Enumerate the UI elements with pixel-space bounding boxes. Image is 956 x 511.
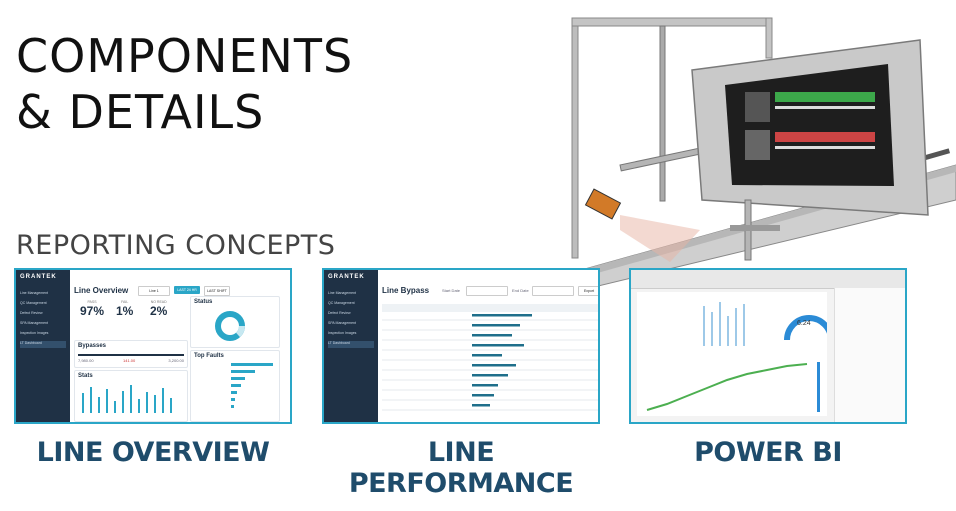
report-canvas: 6.24: [637, 292, 834, 416]
section-subheading: REPORTING CONCEPTS: [16, 230, 336, 261]
page-heading: COMPONENTS & DETAILS: [16, 28, 353, 140]
kpi-label: NO READ: [150, 300, 167, 304]
line-performance-main: Line Bypass Start Date End Date Export: [382, 274, 598, 418]
sidebar-item: LT Dashboard: [328, 341, 374, 348]
logo: GRANTEK: [328, 274, 365, 280]
logo: GRANTEK: [20, 274, 57, 280]
start-date-label: Start Date: [442, 288, 461, 293]
stats-title: Stats: [78, 373, 93, 379]
caption-line-performance: LINE PERFORMANCE: [348, 437, 574, 499]
page-title: Line Overview: [74, 286, 129, 295]
export-button: Export: [578, 286, 598, 296]
line-performance-thumbnail: GRANTEK Line Management QC Management De…: [322, 268, 600, 424]
kpi-no-read: NO READ 2%: [150, 300, 167, 318]
bypasses-card: Bypasses 7,980.00 141.00 3,200.00: [74, 340, 188, 368]
kpi-value: 97%: [80, 304, 105, 318]
status-donut-chart: [215, 311, 245, 341]
caption-power-bi: POWER BI: [694, 437, 842, 468]
sidebar-item: Inspection Images: [328, 331, 357, 335]
line-overview-main: Line Overview Line 1 LAST 24 HR LAST SHI…: [74, 274, 286, 422]
gauge-value: 6.24: [797, 320, 811, 327]
line-select: Line 1: [138, 286, 170, 296]
ribbon: [631, 270, 905, 289]
sidebar: GRANTEK Line Management QC Management De…: [16, 270, 70, 422]
sidebar-item: SPA Management: [328, 321, 356, 325]
heading-line-2: & DETAILS: [16, 85, 265, 139]
sidebar-item: Line Management: [328, 291, 357, 295]
sidebar-item-lt-dashboard: LT Dashboard: [20, 341, 66, 348]
sidebar-item: Defect Review: [328, 311, 351, 315]
kpi-value: 1%: [116, 304, 134, 318]
sidebar-item-line-management: Line Management: [20, 291, 49, 295]
sidebar-item-inspection-images: Inspection Images: [20, 331, 49, 335]
bypass-count: 7,980.00: [78, 358, 94, 363]
last-shift-button: LAST SHIFT: [204, 286, 230, 296]
end-date-input: [532, 286, 574, 296]
stats-bar-chart: [82, 385, 172, 413]
last-24hr-button: LAST 24 HR: [174, 286, 200, 294]
sidebar-item: QC Management: [328, 301, 355, 305]
start-date-input: [466, 286, 508, 296]
page-title: Line Bypass: [382, 286, 430, 295]
caption-line-overview: LINE OVERVIEW: [36, 437, 270, 468]
kpi-label: FAIL: [121, 300, 129, 304]
top-faults-title: Top Faults: [194, 353, 224, 359]
sidebar-item-qc-management: QC Management: [20, 301, 47, 305]
sidebar-item-spa-management: SPA Management: [20, 321, 48, 325]
status-title: Status: [194, 299, 213, 305]
bypass-table: [382, 304, 598, 411]
bypass-count: 3,200.00: [168, 358, 184, 363]
bypasses-title: Bypasses: [78, 343, 107, 349]
kpi-pass: PASS 97%: [80, 300, 104, 318]
top-faults-card: Top Faults: [190, 350, 280, 422]
line-overview-thumbnail: GRANTEK Line Management QC Management De…: [14, 268, 292, 424]
top-faults-bar-chart: [231, 363, 273, 408]
kpi-fail: FAIL 1%: [116, 300, 133, 318]
heading-line-1: COMPONENTS: [16, 29, 354, 83]
report-visuals: [646, 302, 834, 412]
sidebar-item-defect-review: Defect Review: [20, 311, 43, 315]
sidebar: GRANTEK Line Management QC Management De…: [324, 270, 378, 422]
bypass-bar: [78, 354, 184, 356]
bypass-count: 141.00: [123, 358, 136, 363]
inspection-machine-illustration: [508, 17, 956, 300]
kpi-value: 2%: [150, 304, 168, 318]
visualizations-pane: [834, 288, 905, 422]
kpi-label: PASS: [87, 300, 97, 304]
end-date-label: End Date: [512, 288, 529, 293]
stats-card: Stats: [74, 370, 188, 422]
status-card: Status: [190, 296, 280, 348]
power-bi-thumbnail: 6.24: [629, 268, 907, 424]
